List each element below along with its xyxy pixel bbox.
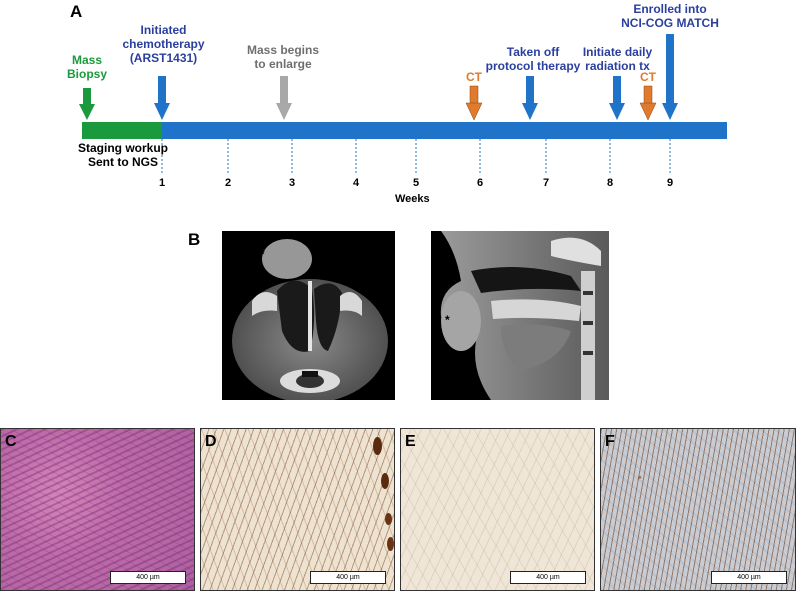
arrow-mass-enlarge [276,76,292,120]
panel-f-label: F [605,433,615,450]
week-tick-6: 6 [477,177,484,189]
event-enrolled: Enrolled into NCI-COG MATCH [621,2,719,30]
scale-bar-e: 400 µm [510,571,586,584]
week-gridlines [161,139,671,173]
stain-blob [381,473,389,489]
week-tick-4: 4 [353,177,360,189]
stain-blob [373,437,382,455]
histology-panel-e: E 400 µm [400,428,595,591]
arrow-chemo [154,76,170,120]
timeline-bar-blue [162,122,727,139]
ct-sagittal-marker: * [445,313,450,327]
histology-panel-f: F 400 µm [600,428,796,591]
week-tick-8: 8 [607,177,614,189]
arrow-ct2 [639,85,657,121]
timeline-graphic [79,34,727,173]
ct-axial-image: * [222,231,395,400]
panel-e-label: E [405,433,416,450]
panel-b-label: B [188,230,201,249]
event-initiated-chemo: Initiated chemotherapy (ARST1431) [122,23,205,65]
timeline-bar-green [82,122,162,139]
arrow-taken-off [522,76,538,120]
histology-panel-c: C 400 µm [0,428,195,591]
arrow-enrolled [662,34,678,120]
scale-bar-d: 400 µm [310,571,386,584]
week-tick-3: 3 [289,177,296,189]
panel-a-label: A [70,2,83,21]
event-taken-off: Taken off protocol therapy [485,45,581,73]
week-tick-5: 5 [413,177,420,189]
ct-sagittal-image: * [431,231,609,400]
week-tick-9: 9 [667,177,674,189]
event-mass-biopsy: Mass Biopsy [66,53,107,81]
event-ct-2: CT [640,70,656,84]
panel-d-label: D [205,433,217,450]
arrow-ct1 [465,85,483,121]
scale-bar-c: 400 µm [110,571,186,584]
histology-panel-d: D 400 µm [200,428,395,591]
staging-workup-label: Staging workup Sent to NGS [78,141,168,169]
event-mass-enlarge: Mass begins to enlarge [246,43,320,71]
stain-blob [387,537,394,551]
event-ct-1: CT [466,70,482,84]
week-tick-1: 1 [159,177,166,189]
arrow-mass-biopsy [79,88,95,120]
arrow-radiation [609,76,625,120]
scale-bar-f: 400 µm [711,571,787,584]
ct-axial-marker: * [260,247,265,261]
stain-blob [385,513,392,525]
panel-c-label: C [5,433,17,450]
axis-label-weeks: Weeks [395,193,430,205]
week-tick-7: 7 [543,177,550,189]
event-radiation: Initiate daily radiation tx [582,45,653,73]
week-tick-2: 2 [225,177,232,189]
